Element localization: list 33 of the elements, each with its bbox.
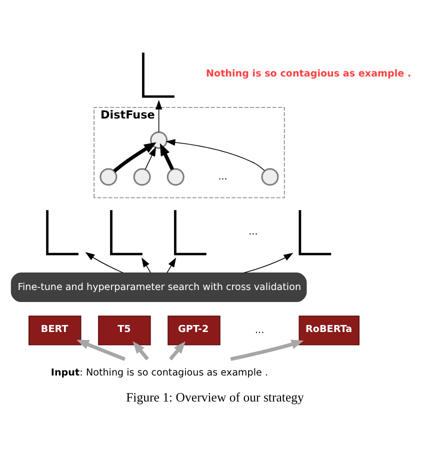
node-circle [150,131,168,149]
node-box: GPT-2 [168,316,220,346]
label: ... [255,324,264,336]
node-circle [166,168,184,186]
node-circle [100,168,118,186]
caption: Figure 1: Overview of our strategy [126,390,304,404]
node-circle [261,168,279,186]
node-text: Input: Nothing is so contagious as example . [50,367,268,378]
node-picture [298,210,332,256]
node-box: T5 [98,316,151,346]
label: ... [248,226,258,238]
node-picture [46,210,78,256]
node-picture [110,210,142,256]
arrow [144,146,156,170]
node-picture [142,52,174,98]
arrow [230,340,304,361]
node-circle [133,168,151,186]
arrow [85,252,124,274]
node-box: BERT [28,316,82,346]
node-picture [174,210,206,256]
node-label: Nothing is so contagious as example . [206,68,412,80]
node-box: RoBERTa [298,316,360,346]
arrow [243,252,294,274]
label: ... [218,171,228,182]
arrow [142,257,151,274]
arrow [132,341,149,360]
arrow [155,100,162,132]
arrow [76,340,126,361]
arrow [166,139,265,172]
arrow [160,143,174,170]
node-box: Fine-tune and hyperparameter search with cross validation [10,272,307,302]
arrow [166,257,176,274]
arrow [168,341,186,360]
